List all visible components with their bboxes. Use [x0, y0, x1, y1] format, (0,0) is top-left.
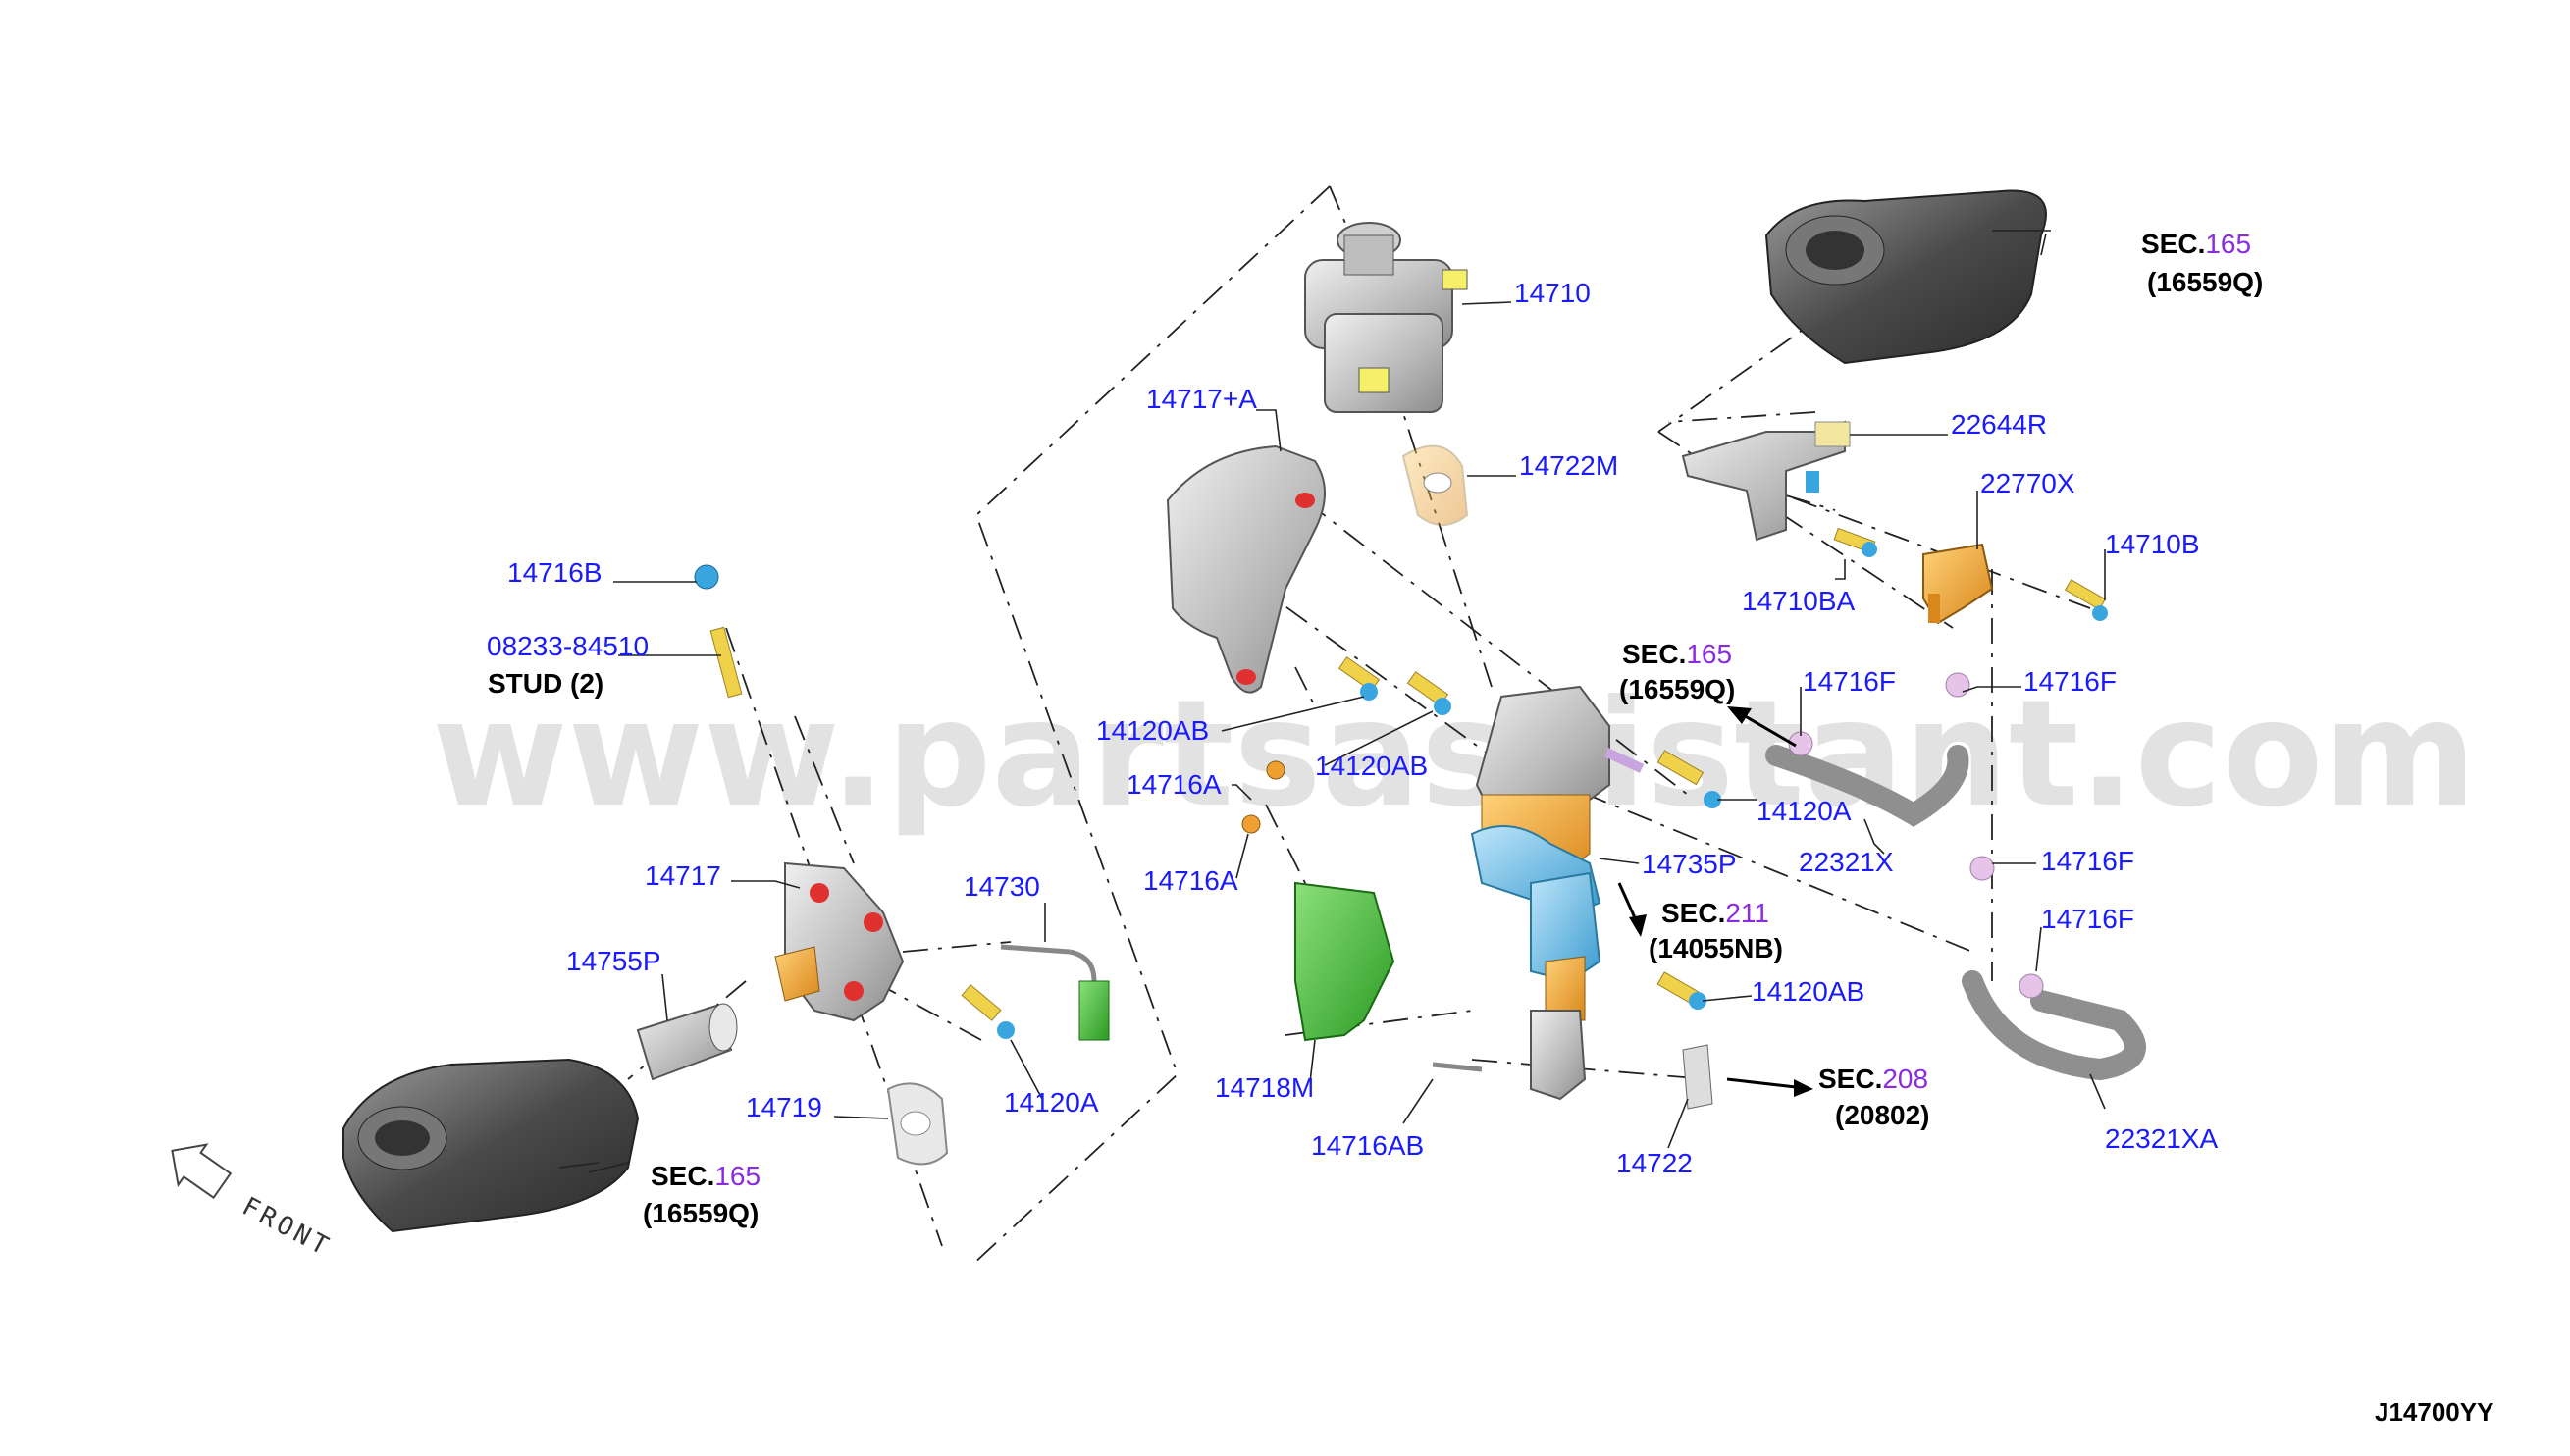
label-14716f-1[interactable]: 14716F: [1803, 666, 1896, 697]
label-14722[interactable]: 14722: [1616, 1148, 1693, 1178]
label-14120a-1[interactable]: 14120A: [1757, 796, 1852, 826]
label-14710ba[interactable]: 14710BA: [1742, 586, 1856, 616]
sec-ref-211-code: (14055NB): [1649, 933, 1783, 963]
label-14716ab[interactable]: 14716AB: [1311, 1130, 1424, 1161]
label-14716b[interactable]: 14716B: [507, 557, 603, 588]
intake-housing-bottom-left: [342, 1058, 640, 1233]
tube-14755p: [636, 1003, 738, 1081]
hoses: [1765, 745, 2146, 1081]
label-14755p[interactable]: 14755P: [566, 946, 661, 976]
gasket-14719: [886, 1082, 949, 1166]
egr-valve-14710: [1304, 222, 1468, 413]
bracket-22644r: [1681, 420, 1851, 542]
label-14719[interactable]: 14719: [746, 1092, 822, 1122]
intake-housing-top-right: [1764, 189, 2047, 365]
sec-ref-middle-code: (16559Q): [1619, 674, 1735, 704]
egr-cooler-bracket-14717a: [1166, 444, 1326, 694]
leader-lines: [558, 230, 2106, 1173]
sec-ref-208-code: (20802): [1835, 1100, 1930, 1130]
label-14722m[interactable]: 14722M: [1519, 450, 1618, 481]
label-14710[interactable]: 14710: [1514, 278, 1591, 308]
label-14717[interactable]: 14717: [645, 860, 721, 891]
label-14120ab-2[interactable]: 14120AB: [1315, 751, 1428, 781]
label-14716f-2[interactable]: 14716F: [2023, 666, 2117, 697]
part-number-labels: 14710 14717+A 14722M 22644R 22770X 14710…: [487, 278, 2219, 1178]
label-22644r[interactable]: 22644R: [1951, 409, 2047, 440]
label-22770x[interactable]: 22770X: [1980, 468, 2075, 498]
sec-ref-top-right-code: (16559Q): [2147, 267, 2263, 297]
sec-ref-208[interactable]: SEC.208: [1818, 1064, 1928, 1094]
label-14716f-3[interactable]: 14716F: [2041, 846, 2134, 876]
sec-ref-bottom-left[interactable]: SEC.165: [651, 1161, 761, 1191]
sec-ref-211[interactable]: SEC.211: [1661, 898, 1769, 928]
section-arrows: [1617, 706, 1813, 1097]
label-08233-84510[interactable]: 08233-84510: [487, 631, 649, 661]
sec-ref-top-right[interactable]: SEC.165: [2141, 229, 2251, 259]
label-14717a[interactable]: 14717+A: [1146, 384, 1257, 414]
fasteners: [694, 471, 2108, 1110]
label-14120a-2[interactable]: 14120A: [1004, 1087, 1099, 1118]
front-direction-indicator: FRONT: [171, 1143, 337, 1264]
sec-ref-bottom-left-code: (16559Q): [643, 1198, 759, 1228]
label-14710b[interactable]: 14710B: [2105, 529, 2200, 559]
label-stud-qty: STUD (2): [488, 668, 603, 699]
sec-ref-middle[interactable]: SEC.165: [1622, 639, 1732, 669]
label-14730[interactable]: 14730: [964, 871, 1040, 902]
label-14718m[interactable]: 14718M: [1215, 1072, 1314, 1103]
label-14716a-1[interactable]: 14716A: [1127, 769, 1222, 800]
front-label: FRONT: [237, 1192, 337, 1264]
label-22321xa[interactable]: 22321XA: [2105, 1123, 2219, 1154]
label-14120ab-1[interactable]: 14120AB: [1096, 715, 1209, 746]
label-14716a-2[interactable]: 14716A: [1143, 865, 1238, 896]
pressure-sensor-22770x: [1922, 543, 1994, 625]
egr-cooler-center: [1470, 685, 1610, 1101]
heat-shield-14718m: [1294, 881, 1395, 1042]
diagram-code: J14700YY: [2375, 1397, 2493, 1427]
label-14120ab-3[interactable]: 14120AB: [1752, 976, 1864, 1007]
section-references: SEC.165 (16559Q) SEC.165 (16559Q) SEC.21…: [643, 229, 2263, 1228]
label-14735p[interactable]: 14735P: [1642, 849, 1737, 879]
egr-valve-body-14717: [774, 861, 905, 1022]
label-14716f-4[interactable]: 14716F: [2041, 904, 2134, 934]
label-22321x[interactable]: 22321X: [1799, 847, 1894, 877]
temp-sensor-14730: [1000, 944, 1110, 1041]
watermark-text: www.partsassistant.com: [432, 669, 2477, 840]
gasket-14722m: [1401, 444, 1469, 526]
